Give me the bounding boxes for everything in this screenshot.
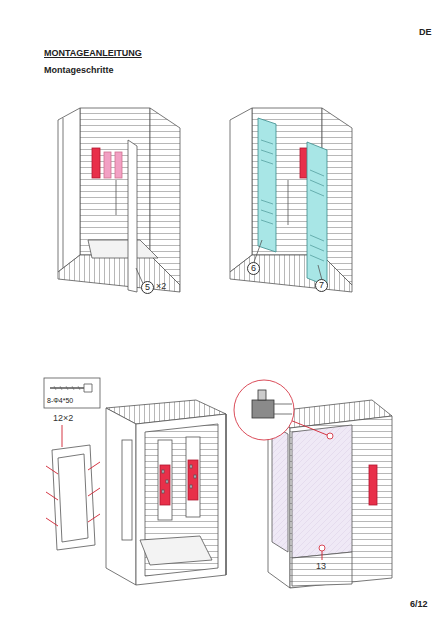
screw-spec: 8-Φ4*50 [47,397,73,404]
callout-number: 12×2 [53,414,73,423]
callout-number: 6 [251,264,256,273]
callout-number: 7 [319,281,324,290]
section-heading: Montageschritte [44,66,114,75]
callout-number: 5 [145,283,150,292]
callout-circle: 6 [247,262,260,275]
language-code: DE [419,28,432,37]
page-number: 6/12 [410,600,428,609]
callout-circle: 5 [141,281,154,294]
callout-circle: 7 [315,279,328,292]
page-heading: MONTAGEANLEITUNG [44,49,142,58]
quantity-label: ×2 [156,282,166,291]
callout-number: 13 [316,562,326,571]
